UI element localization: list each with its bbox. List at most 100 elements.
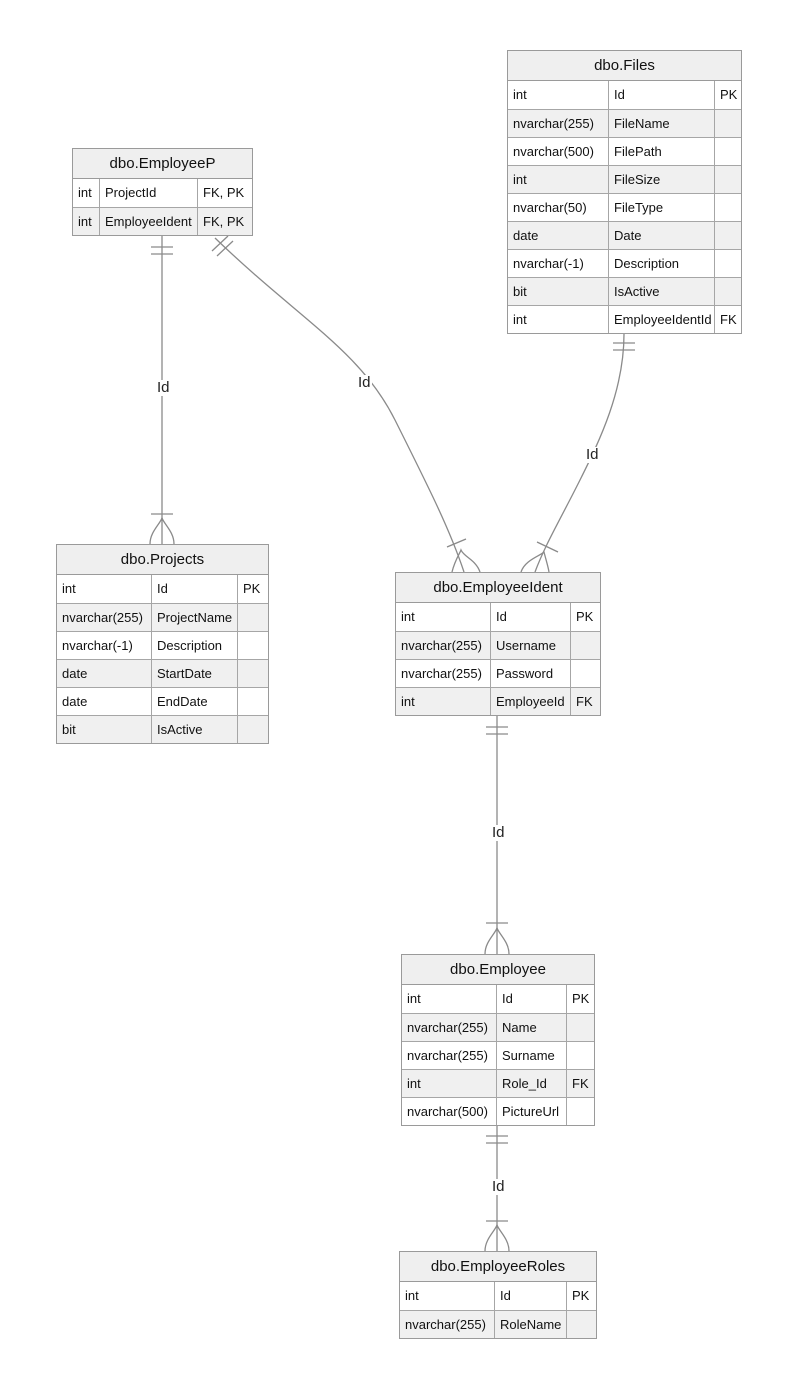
column-type: int <box>401 609 415 624</box>
table-title: dbo.EmployeeIdent <box>396 573 600 603</box>
column-type: int <box>513 87 527 102</box>
table-row: nvarchar(255) ProjectName <box>57 603 268 631</box>
column-type: nvarchar(500) <box>513 144 594 159</box>
table-row: int FileSize <box>508 165 741 193</box>
column-key: PK <box>237 575 268 603</box>
column-name: Username <box>490 632 570 659</box>
column-type: int <box>401 694 415 709</box>
column-type: int <box>513 172 527 187</box>
table-row: nvarchar(50) FileType <box>508 193 741 221</box>
table-row: nvarchar(500) FilePath <box>508 137 741 165</box>
table-row: nvarchar(255)Surname <box>402 1041 594 1069</box>
relationship-files-employeeident[interactable] <box>520 333 635 573</box>
column-type: int <box>62 581 76 596</box>
column-name: Surname <box>496 1042 566 1069</box>
column-key <box>714 250 741 277</box>
column-key: PK <box>566 985 594 1013</box>
column-type: bit <box>62 722 76 737</box>
column-type: int <box>407 1076 421 1091</box>
column-type: nvarchar(255) <box>62 610 143 625</box>
column-type: date <box>513 228 539 243</box>
column-type: nvarchar(255) <box>401 666 482 681</box>
column-name: Password <box>490 660 570 687</box>
column-type: nvarchar(255) <box>405 1317 486 1332</box>
column-name: FileSize <box>608 166 714 193</box>
relationship-employeep-employeeident[interactable] <box>211 235 481 573</box>
relationship-label-employeep-projects: Id <box>156 379 171 396</box>
column-key <box>714 138 741 165</box>
column-key <box>714 222 741 249</box>
column-name: EndDate <box>151 688 237 715</box>
column-key <box>237 716 268 743</box>
column-name: Id <box>496 985 566 1013</box>
column-name: RoleName <box>494 1311 566 1338</box>
table-row: nvarchar(255)Name <box>402 1013 594 1041</box>
column-key: PK <box>714 81 741 109</box>
column-name: ProjectId <box>99 179 197 207</box>
table-row: nvarchar(255)Username <box>396 631 600 659</box>
table-row: nvarchar(500)PictureUrl <box>402 1097 594 1125</box>
table-title: dbo.EmployeeP <box>73 149 252 179</box>
column-key: FK <box>566 1070 594 1097</box>
column-name: IsActive <box>151 716 237 743</box>
column-key <box>237 604 268 631</box>
column-key: PK <box>566 1282 596 1310</box>
relationship-label-files-employeeident: Id <box>585 446 600 463</box>
column-name: Id <box>494 1282 566 1310</box>
column-name: Description <box>608 250 714 277</box>
column-key <box>714 166 741 193</box>
column-type: int <box>407 991 421 1006</box>
column-type: nvarchar(50) <box>513 200 587 215</box>
column-name: EmployeeIdentId <box>608 306 714 333</box>
column-key <box>566 1098 594 1125</box>
column-type: int <box>405 1288 419 1303</box>
column-type: int <box>513 312 527 327</box>
column-key <box>237 688 268 715</box>
column-key: FK <box>570 688 600 715</box>
table-row: bit IsActive <box>57 715 268 743</box>
table-row: nvarchar(255) Password <box>396 659 600 687</box>
table-title: dbo.Projects <box>57 545 268 575</box>
column-type: int <box>78 214 92 229</box>
column-name: FileName <box>608 110 714 137</box>
column-name: Id <box>608 81 714 109</box>
table-row: nvarchar(255) RoleName <box>400 1310 596 1338</box>
column-name: Id <box>490 603 570 631</box>
column-name: EmployeeIdent <box>99 208 197 235</box>
column-name: FileType <box>608 194 714 221</box>
relationship-label-employee-employeeroles: Id <box>491 1178 506 1195</box>
relationship-label-employeep-employeeident: Id <box>357 374 372 391</box>
column-name: IsActive <box>608 278 714 305</box>
column-key <box>237 632 268 659</box>
column-name: ProjectName <box>151 604 237 631</box>
column-key <box>570 632 600 659</box>
column-name: FilePath <box>608 138 714 165</box>
column-key: PK <box>570 603 600 631</box>
column-name: EmployeeId <box>490 688 570 715</box>
column-key <box>237 660 268 687</box>
relationship-label-employeeident-employee: Id <box>491 824 506 841</box>
column-key <box>714 194 741 221</box>
column-type: int <box>78 185 92 200</box>
table-row: nvarchar(-1)Description <box>57 631 268 659</box>
